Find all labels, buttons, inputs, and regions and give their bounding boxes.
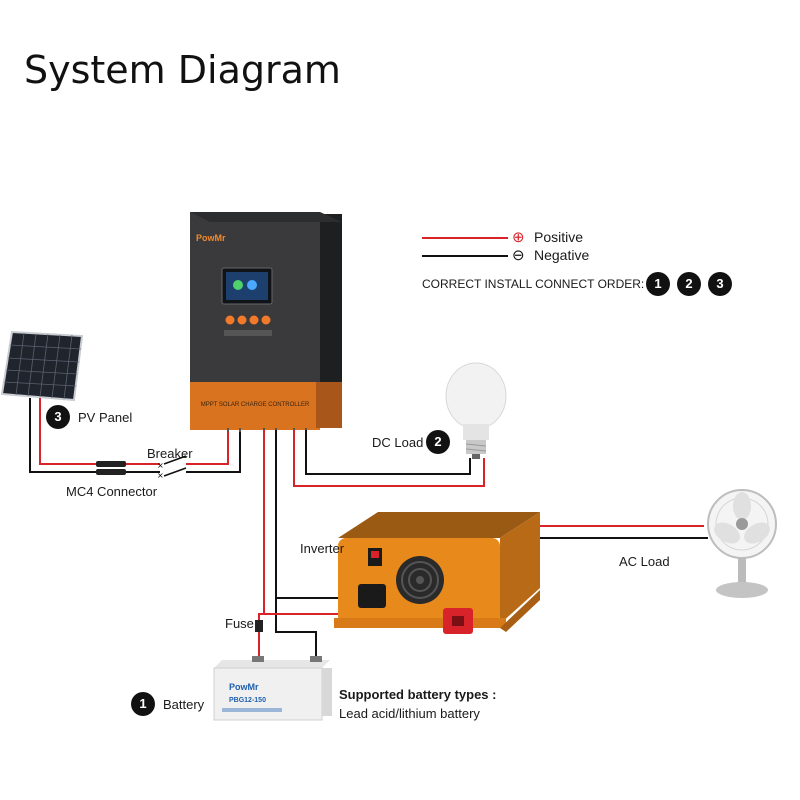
fuse-icon bbox=[255, 620, 263, 632]
breaker-icon: × × bbox=[157, 455, 187, 480]
pv-step-badge: 3 bbox=[46, 405, 70, 429]
breaker-label: Breaker bbox=[147, 446, 193, 461]
battery-model: PBG12-150 bbox=[229, 697, 266, 704]
order-step-2-badge: 2 bbox=[677, 272, 701, 296]
controller-brand: PowMr bbox=[196, 233, 226, 243]
battery-label: Battery bbox=[163, 697, 205, 712]
electric-fan-icon bbox=[707, 489, 777, 598]
ac-load-label: AC Load bbox=[619, 554, 670, 569]
order-step-1-badge: 1 bbox=[646, 272, 670, 296]
battery-icon bbox=[213, 656, 332, 721]
legend-positive-label: Positive bbox=[534, 229, 584, 245]
svg-text:×: × bbox=[157, 461, 164, 470]
inverter-label: Inverter bbox=[300, 541, 345, 556]
svg-text:×: × bbox=[157, 471, 164, 480]
supported-battery-list: Lead acid/lithium battery bbox=[339, 706, 480, 721]
inverter-icon bbox=[334, 512, 540, 634]
controller-model-label: MPPT SOLAR CHARGE CONTROLLER bbox=[201, 402, 310, 408]
supported-battery-title: Supported battery types : bbox=[339, 687, 497, 702]
mc4-connector-label: MC4 Connector bbox=[66, 484, 158, 499]
order-step-3-badge: 3 bbox=[708, 272, 732, 296]
battery-brand: PowMr bbox=[229, 682, 259, 692]
solar-panel-icon bbox=[0, 330, 84, 402]
dc-step-badge: 2 bbox=[426, 430, 450, 454]
legend-negative-label: Negative bbox=[534, 247, 590, 263]
battery-step-badge: 1 bbox=[131, 692, 155, 716]
positive-icon: ⊕ bbox=[512, 229, 525, 246]
install-order-label: CORRECT INSTALL CONNECT ORDER: bbox=[422, 277, 645, 291]
charge-controller-icon bbox=[190, 212, 342, 430]
dc-load-label: DC Load bbox=[372, 435, 424, 450]
negative-icon: ⊖ bbox=[512, 247, 525, 264]
light-bulb-icon bbox=[445, 362, 507, 459]
mc4-connector-icon bbox=[96, 461, 126, 475]
pv-panel-label: PV Panel bbox=[78, 410, 133, 425]
fuse-label: Fuse bbox=[225, 616, 254, 631]
page-title: System Diagram bbox=[24, 48, 341, 92]
